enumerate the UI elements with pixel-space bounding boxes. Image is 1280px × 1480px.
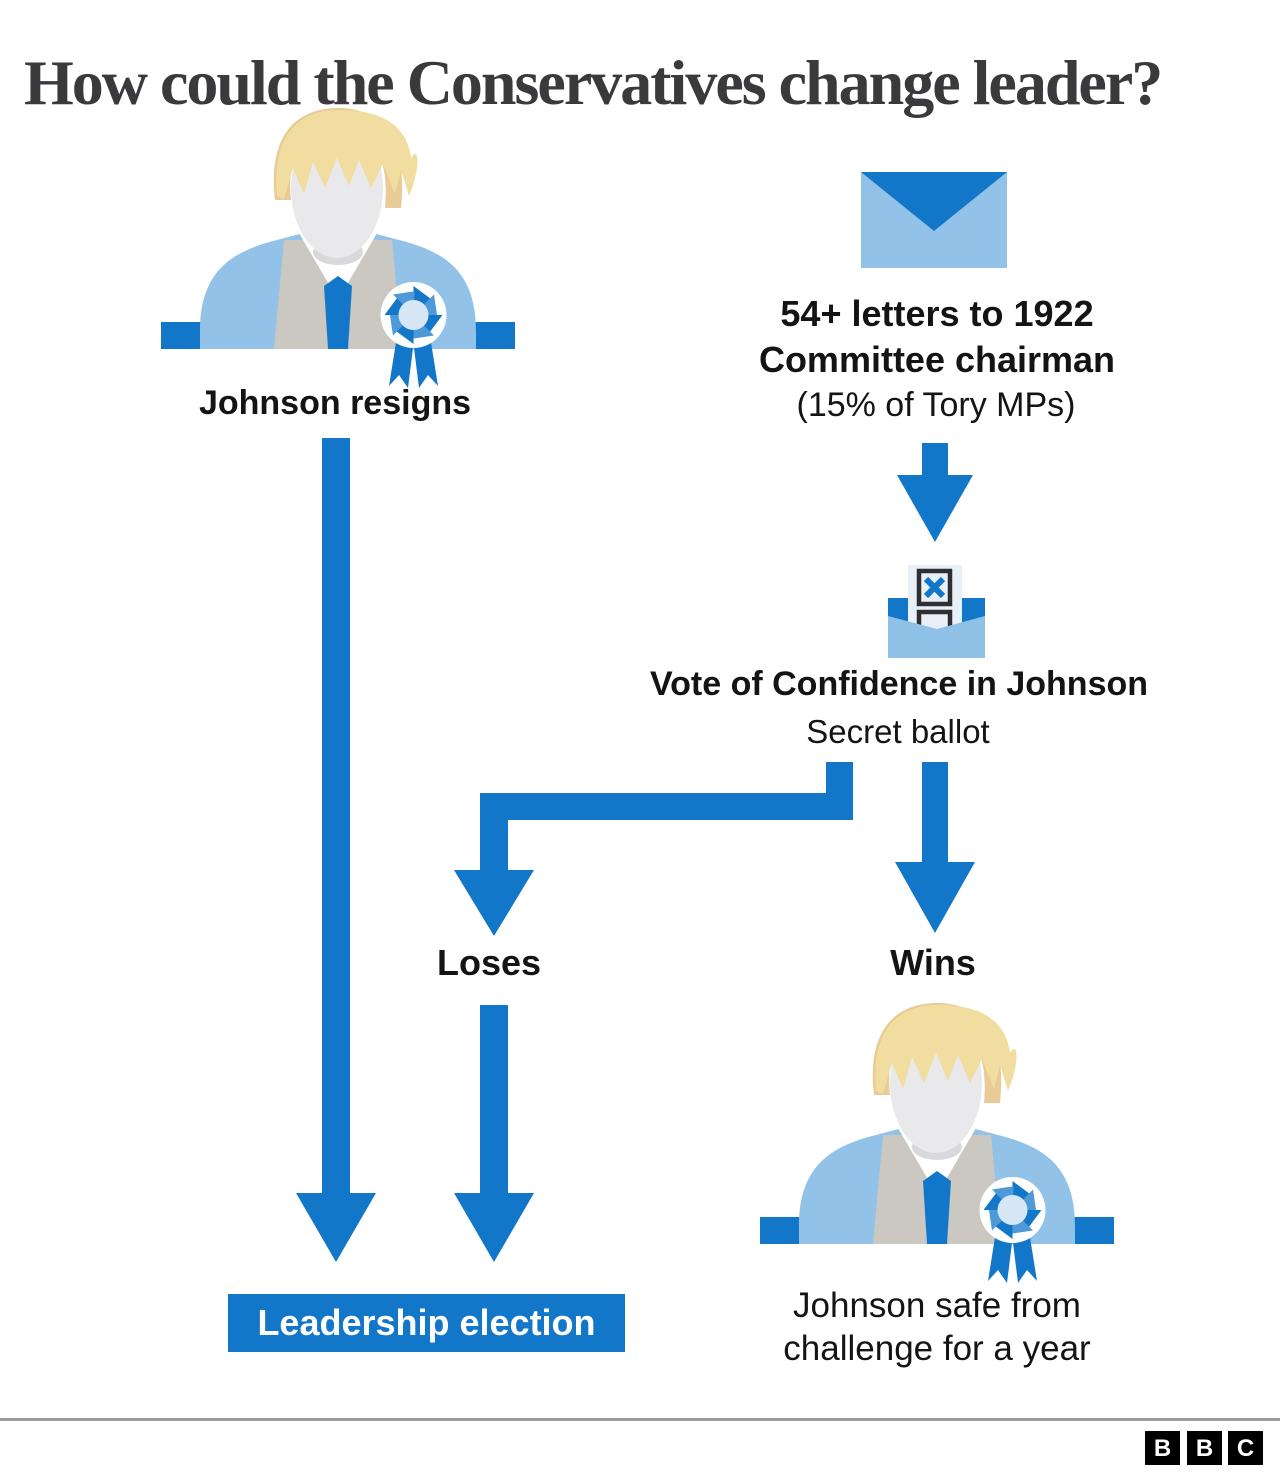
secret-ballot-label: Secret ballot [806, 713, 990, 750]
bbc-logo-block-1: B [1145, 1431, 1180, 1465]
page-title: How could the Conservatives change leade… [24, 46, 1163, 118]
footer-divider [0, 1418, 1280, 1421]
bbc-logo-block-2: B [1187, 1431, 1222, 1465]
ballot-envelope-icon [888, 565, 985, 658]
loses-label: Loses [436, 942, 542, 983]
flow-arrow-vote-to-loses [454, 762, 853, 936]
letters-heading: 54+ letters to 1922 Committee chairman [759, 291, 1115, 383]
johnson-figure-icon [760, 1003, 1114, 1283]
flow-arrow-vote-to-wins [895, 762, 975, 933]
bbc-logo-block-3: C [1228, 1431, 1263, 1465]
johnson-safe-line2: challenge for a year [783, 1329, 1091, 1368]
vote-of-confidence-label: Vote of Confidence in Johnson [649, 665, 1149, 703]
letters-heading-line2: Committee chairman [758, 339, 1116, 380]
johnson-safe-caption: Johnson safe from challenge for a year [783, 1284, 1090, 1370]
flow-arrow-resigns-to-election [296, 438, 376, 1262]
wins-label: Wins [890, 942, 976, 983]
letters-note: (15% of Tory MPs) [796, 386, 1076, 424]
letters-heading-line1: 54+ letters to 1922 [780, 293, 1094, 334]
flow-arrow-letters-to-vote [897, 443, 973, 542]
johnson-safe-line1: Johnson safe from [793, 1286, 1081, 1325]
leadership-election-box: Leadership election [228, 1294, 625, 1352]
flow-arrow-loses-to-election [454, 1005, 534, 1262]
letter-envelope-icon [861, 172, 1007, 268]
johnson-resigns-label: Johnson resigns [198, 384, 472, 422]
johnson-figure-icon [161, 108, 515, 388]
